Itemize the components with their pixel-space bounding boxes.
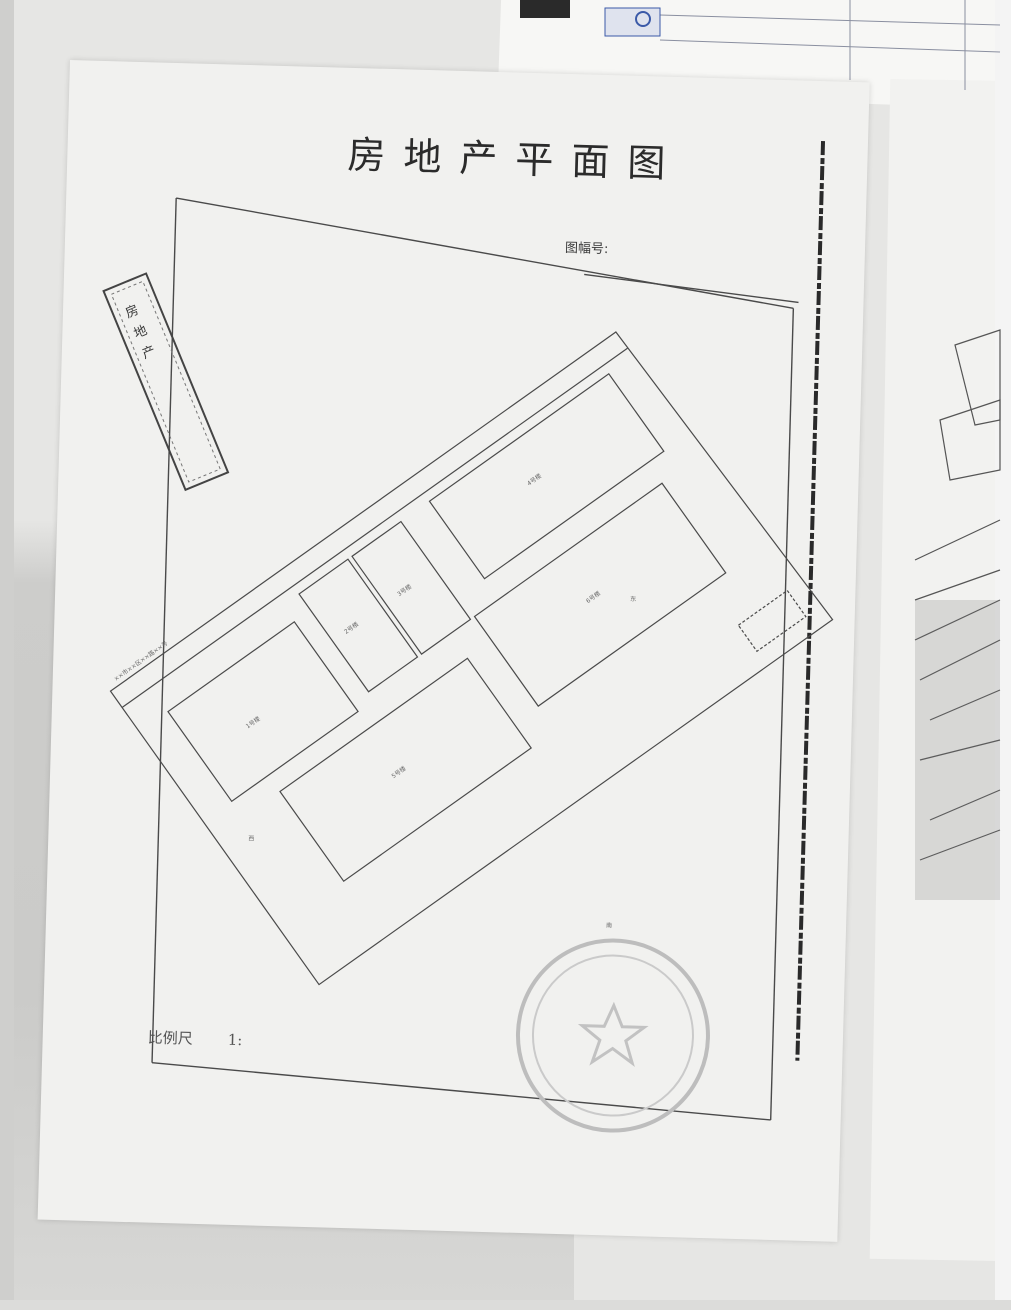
left-stamp: 房 地 产 bbox=[102, 272, 230, 492]
background-edge-bottom bbox=[0, 1300, 1011, 1310]
site-plan: ××市××区××路××号 1号楼 2号楼 3号楼 4号楼 5号楼 6号楼 bbox=[109, 331, 834, 986]
road-label: ××市××区××路××号 bbox=[112, 639, 169, 683]
official-seal bbox=[515, 938, 710, 1133]
drawing-border bbox=[151, 197, 799, 1121]
drawing-number-label: 图幅号: bbox=[565, 241, 609, 257]
marker-east: 东 bbox=[630, 595, 636, 603]
building-label-2: 2号楼 bbox=[343, 620, 361, 636]
background-edge-right bbox=[995, 0, 1011, 1310]
building-label-4: 4号楼 bbox=[525, 472, 543, 488]
document-title: 房地产平面图 bbox=[347, 133, 684, 186]
stamp-char-3: 产 bbox=[140, 343, 158, 362]
building-3 bbox=[351, 520, 472, 655]
building-label-6: 6号楼 bbox=[584, 589, 602, 605]
stamp-char-1: 房 bbox=[123, 302, 141, 322]
document-drawing: 房地产平面图 图幅号: 房 地 产 bbox=[102, 133, 834, 1133]
document-sheet: 房地产平面图 图幅号: 房 地 产 bbox=[37, 60, 870, 1242]
building-4 bbox=[428, 372, 665, 580]
building-label-3: 3号楼 bbox=[396, 582, 414, 598]
building-label-1: 1号楼 bbox=[244, 715, 262, 731]
site-boundary bbox=[109, 331, 834, 986]
building-2 bbox=[298, 558, 419, 693]
building-label-5: 5号楼 bbox=[390, 764, 408, 780]
stamp-char-2: 地 bbox=[132, 323, 150, 342]
building-5 bbox=[279, 657, 533, 883]
building-1 bbox=[167, 621, 359, 803]
sheet-edge-mark bbox=[795, 141, 826, 1061]
background-edge-left bbox=[0, 0, 14, 1310]
scale-label: 比例尺 bbox=[147, 1029, 193, 1048]
scale-value: 1: bbox=[227, 1031, 242, 1049]
marker-west: 西 bbox=[248, 835, 254, 842]
marker-south: 南 bbox=[606, 921, 612, 929]
building-6 bbox=[473, 482, 727, 707]
gate-structure bbox=[737, 589, 807, 653]
